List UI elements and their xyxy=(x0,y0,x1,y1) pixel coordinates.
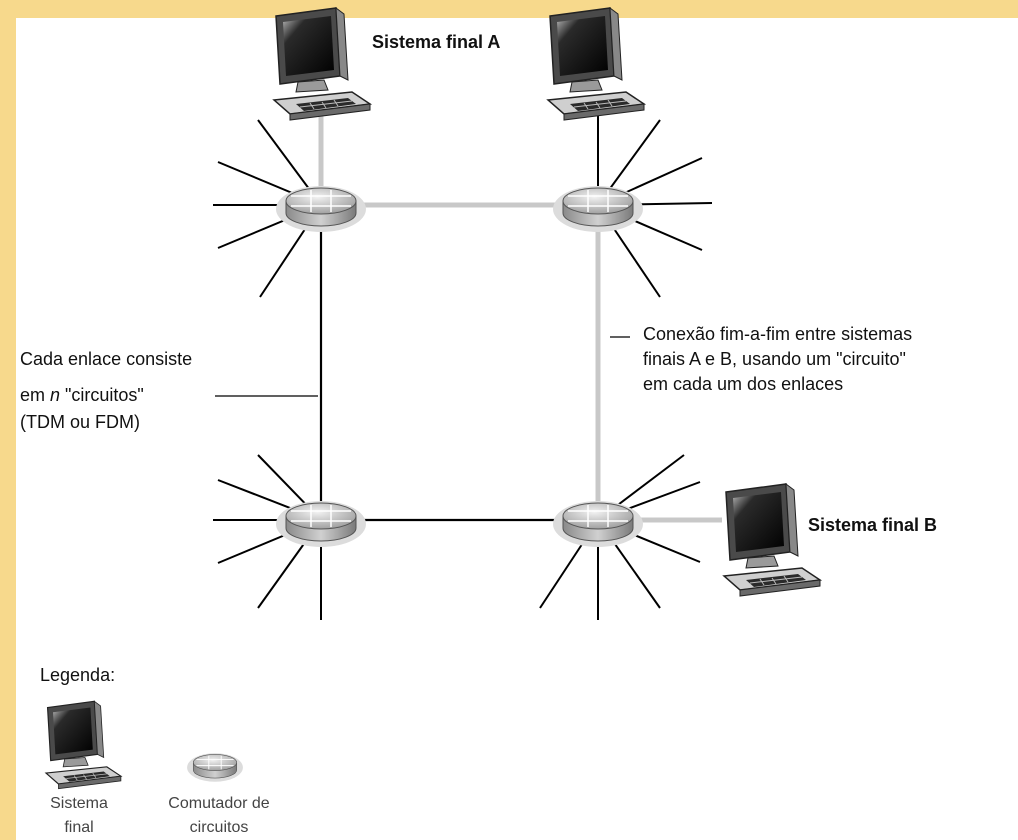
legend-item-1-line-2: final xyxy=(64,819,93,836)
link-note-n: n xyxy=(50,385,60,405)
legend-item-1-line-1: Sistema xyxy=(50,795,108,812)
link-note-line-1: Cada enlace consiste xyxy=(20,349,192,369)
connection-note-line-2: finais A e B, usando um "circuito" xyxy=(643,349,906,369)
legend: Legenda: Sistema final Comutador de circ… xyxy=(40,665,270,836)
end-to-end-connection xyxy=(318,110,722,523)
computer-icon-host-top-right xyxy=(547,7,645,121)
connection-note-line-1: Conexão fim-a-fim entre sistemas xyxy=(643,324,912,344)
circuit-switch-top-right xyxy=(552,185,644,233)
legend-computer-icon xyxy=(45,700,122,790)
legend-title: Legenda: xyxy=(40,665,115,685)
circuit-switch-top-left xyxy=(275,185,367,233)
legend-item-2-line-1: Comutador de xyxy=(168,795,269,812)
legend-circuit-switch-icon xyxy=(186,752,244,783)
link-note: Cada enlace consiste em n "circuitos" (T… xyxy=(20,349,318,432)
diagram-panel xyxy=(16,18,1018,840)
legend-item-2-line-2: circuitos xyxy=(190,819,249,836)
connection-note: Conexão fim-a-fim entre sistemas finais … xyxy=(610,324,912,394)
link-note-line-2: em n "circuitos" xyxy=(20,385,144,405)
computer-icon-host-a xyxy=(273,7,371,121)
circuit-switch-bottom-left xyxy=(275,500,367,548)
host-b-label: Sistema final B xyxy=(808,515,937,535)
computer-icon-host-b xyxy=(723,483,821,597)
connection-note-line-3: em cada um dos enlaces xyxy=(643,374,843,394)
link-note-line-2-suffix: "circuitos" xyxy=(60,385,144,405)
link-note-line-3: (TDM ou FDM) xyxy=(20,412,140,432)
circuit-switch-bottom-right xyxy=(552,500,644,548)
link-note-line-2-prefix: em xyxy=(20,385,50,405)
host-a-label: Sistema final A xyxy=(372,32,500,52)
